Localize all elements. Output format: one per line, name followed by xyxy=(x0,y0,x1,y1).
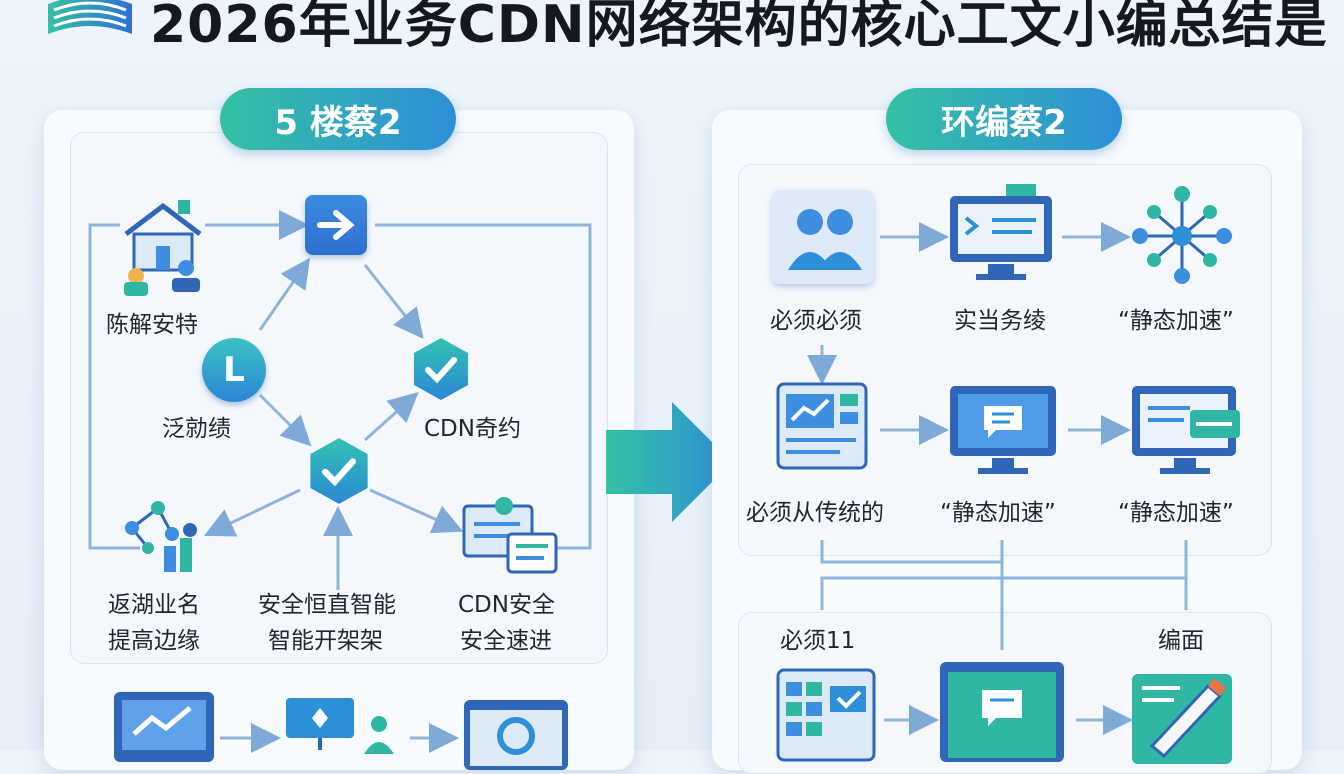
arrow-right-icon xyxy=(317,210,355,240)
left-header-pill: 5 楼蔡2 xyxy=(220,88,456,150)
pen-edit-icon xyxy=(1132,674,1232,764)
center-check-icon xyxy=(310,438,368,504)
left-connectors xyxy=(88,210,592,753)
l-circle-icon: L xyxy=(223,350,245,390)
monitor-icon xyxy=(1132,386,1240,474)
right-label: CDN奇约 xyxy=(424,416,521,442)
chat-monitor-icon xyxy=(950,386,1056,474)
users-icon xyxy=(788,209,862,270)
house-icon xyxy=(124,200,202,296)
r3-label-1: 必须11 xyxy=(780,628,856,654)
chat-monitor-icon-2 xyxy=(940,662,1064,762)
r2-label-1: 必须从传统的 xyxy=(746,500,884,526)
r3-label-2: 编面 xyxy=(1158,628,1204,654)
bottom-right-label-2: 安全速进 xyxy=(460,628,552,654)
r2-label-3: “静态加速” xyxy=(1118,500,1234,526)
page-title: 2026年业务CDN网络架构的核心工文小编总结是 xyxy=(150,0,1328,55)
r1-label-2: 实当务绫 xyxy=(954,308,1046,334)
l-circle-node xyxy=(202,338,266,402)
house-label: 陈解安特 xyxy=(106,312,198,338)
network-icon xyxy=(125,501,197,572)
book-logo-icon xyxy=(48,0,132,34)
center-left-label: 泛勍绩 xyxy=(162,416,231,442)
right-connectors xyxy=(807,222,1188,735)
bottom-left-label-2: 提高边缘 xyxy=(108,628,200,654)
r2-label-2: “静态加速” xyxy=(940,500,1056,526)
big-arrow-icon xyxy=(606,402,732,522)
diamond-monitor-icon xyxy=(286,698,354,750)
bottom-left-label-1: 返湖业名 xyxy=(108,592,200,618)
bottom-center-label-1: 安全恒直智能 xyxy=(258,592,396,618)
r1-label-3: “静态加速” xyxy=(1118,308,1234,334)
r1-label-1: 必须必须 xyxy=(770,308,862,334)
bottom-right-label-1: CDN安全 xyxy=(458,592,555,618)
dashboard-grid-icon xyxy=(776,668,876,762)
code-monitor-icon xyxy=(950,184,1052,280)
network-tree-icon xyxy=(1132,186,1232,284)
chart-monitor-icon xyxy=(114,692,214,762)
check-icon xyxy=(414,338,468,400)
right-header-pill: 环编蔡2 xyxy=(886,88,1122,150)
bottom-center-label-2: 智能开架架 xyxy=(268,628,383,654)
document-cards-icon xyxy=(462,497,558,574)
chart-window-icon xyxy=(776,382,868,470)
